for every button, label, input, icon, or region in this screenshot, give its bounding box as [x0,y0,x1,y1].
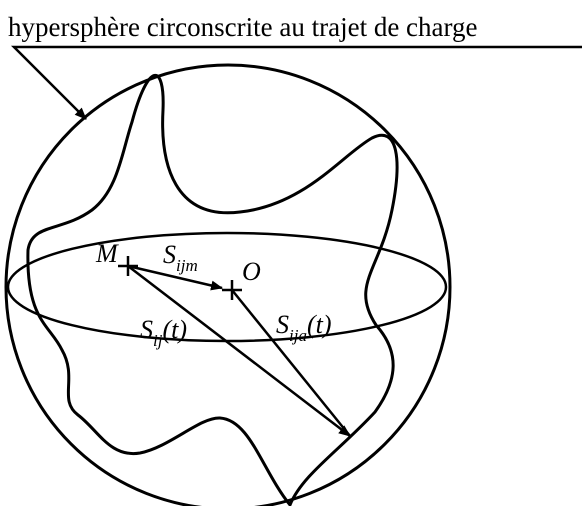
vector-s-ijm-label: Sijm [163,240,198,275]
point-o-label: O [242,257,261,286]
vector-s-ijm-arrow [127,264,223,291]
point-m-label: M [95,239,119,268]
vector-s-ija-line [231,289,351,437]
vector-s-ija-label: Sija(t) [276,310,332,345]
vector-s-ij-arrow [127,265,351,437]
vector-s-ij-label: Sij(t) [140,315,187,350]
annotation-leader-arrow [10,45,582,120]
load-path-curve [26,74,399,506]
hypersphere-circle [4,63,452,506]
annotation-text: hypersphère circonscrite au trajet de ch… [8,12,478,42]
point-o-marker [222,280,242,300]
point-m-marker [118,256,138,276]
